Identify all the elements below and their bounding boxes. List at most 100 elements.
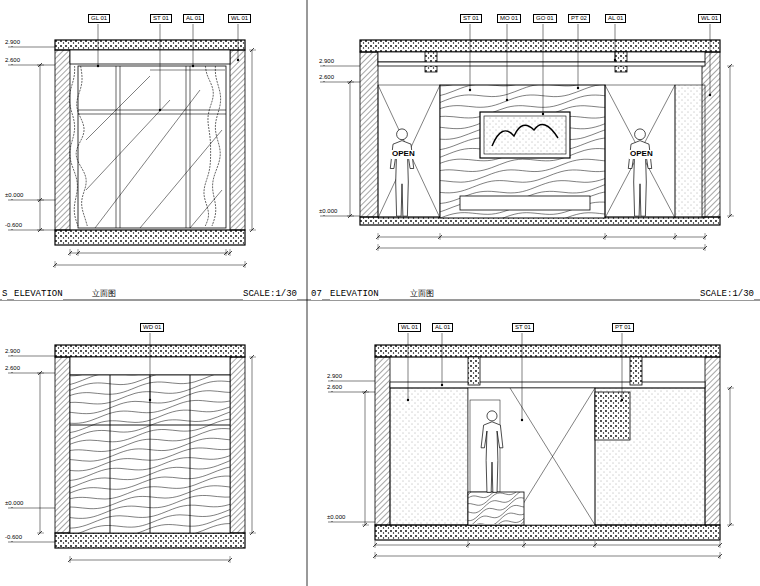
material-tag: ST 01 <box>512 323 534 332</box>
level-value: -0.600 <box>4 222 23 229</box>
drawing-line <box>320 82 360 83</box>
outline-rect <box>378 85 440 218</box>
outline-rect <box>460 196 590 210</box>
drawing-line <box>230 249 231 256</box>
marble-vein <box>468 503 524 524</box>
outline-rect <box>360 52 378 217</box>
drawing-line <box>8 65 55 66</box>
drawing-line <box>378 233 379 240</box>
outline-rect <box>70 50 230 64</box>
drawing-line <box>160 24 161 110</box>
leader-dot <box>192 65 194 67</box>
outline-rect <box>390 388 468 525</box>
material-tag: PT 01 <box>612 323 634 332</box>
drawing-line <box>378 248 705 249</box>
drawing-line <box>605 233 606 240</box>
outline-rect <box>375 357 390 525</box>
drawing-line <box>378 237 705 238</box>
material-tag: GL 01 <box>88 14 110 23</box>
drawing-line <box>190 190 222 228</box>
drawing-line <box>40 65 41 230</box>
drawing-line <box>95 90 200 228</box>
drawing-line <box>350 82 351 216</box>
marble-vein <box>468 498 524 521</box>
material-tag: AL 01 <box>183 14 204 23</box>
drawing-line <box>86 100 170 190</box>
outline-rect <box>55 533 245 548</box>
leader-dot <box>149 399 151 401</box>
level-value: 2.600 <box>4 365 21 372</box>
outline-rect <box>360 40 720 52</box>
drawing-line <box>70 249 71 256</box>
level-value: ±0.000 <box>326 514 346 521</box>
drawing-line <box>230 556 231 563</box>
drawing-line <box>245 261 246 268</box>
leader-dot <box>237 59 239 61</box>
drawing-line <box>468 541 469 548</box>
drawing-line <box>70 253 230 254</box>
leader-dot <box>469 89 471 91</box>
drawing-line <box>78 110 226 111</box>
drawing-line <box>524 541 525 548</box>
drawing-line <box>226 249 227 256</box>
drawing-line <box>186 66 187 228</box>
marble-vein <box>468 518 524 524</box>
drawing-line <box>37 200 44 201</box>
view-title: ELEVATION <box>330 290 379 300</box>
drawing-line <box>249 50 256 51</box>
level-value: 2.600 <box>4 57 21 64</box>
leader-dot <box>709 94 711 96</box>
drawing-line <box>605 85 675 218</box>
marble-vein <box>468 510 524 524</box>
outline-rect <box>605 85 675 218</box>
drawing-line <box>442 333 443 385</box>
drawing-line <box>249 533 256 534</box>
drawing-line <box>730 66 731 216</box>
drawing-line <box>37 65 44 66</box>
outline-rect <box>630 357 642 385</box>
drawing-line <box>595 541 596 548</box>
drawing-line <box>378 244 379 251</box>
drawing-line <box>675 233 676 240</box>
curtain <box>204 66 213 226</box>
drawing-line <box>238 24 239 60</box>
drawing-line <box>347 216 354 217</box>
outline-rect <box>375 345 720 357</box>
drawing-line <box>605 85 675 218</box>
outline-rect <box>78 66 226 228</box>
material-tag: WL 01 <box>398 323 421 332</box>
drawing-line <box>622 333 623 400</box>
marble-vein <box>440 85 605 86</box>
drawing-line <box>193 24 194 66</box>
level-value: 2.900 <box>4 348 21 355</box>
marble-vein <box>440 181 605 215</box>
curtain <box>69 66 78 226</box>
material-tag: PT 02 <box>568 14 590 23</box>
person-head <box>487 411 497 421</box>
drawing-line <box>8 47 55 48</box>
marble-vein <box>468 492 524 513</box>
curtain <box>76 66 87 226</box>
outline-rect <box>55 357 70 533</box>
marble-veins <box>70 375 230 533</box>
drawing-line <box>140 130 222 228</box>
material-tag: ST 01 <box>460 14 482 23</box>
drawing-line <box>190 66 191 228</box>
material-tag: GO 01 <box>533 14 557 23</box>
drawing-line <box>78 249 79 256</box>
drawing-line <box>727 525 734 526</box>
level-value: 2.600 <box>318 74 335 81</box>
level-value: ±0.000 <box>4 192 24 199</box>
outline-rect <box>375 525 720 540</box>
marble-vein <box>440 85 605 113</box>
drawing-line <box>328 381 375 382</box>
marble-vein <box>468 505 524 524</box>
drawing-line <box>375 541 376 548</box>
marble-vein <box>440 213 605 218</box>
drawing-line <box>408 333 409 400</box>
marble-veins <box>468 492 524 524</box>
drawing-line <box>249 230 256 231</box>
drawing-line <box>507 24 508 100</box>
person-head <box>635 129 646 140</box>
